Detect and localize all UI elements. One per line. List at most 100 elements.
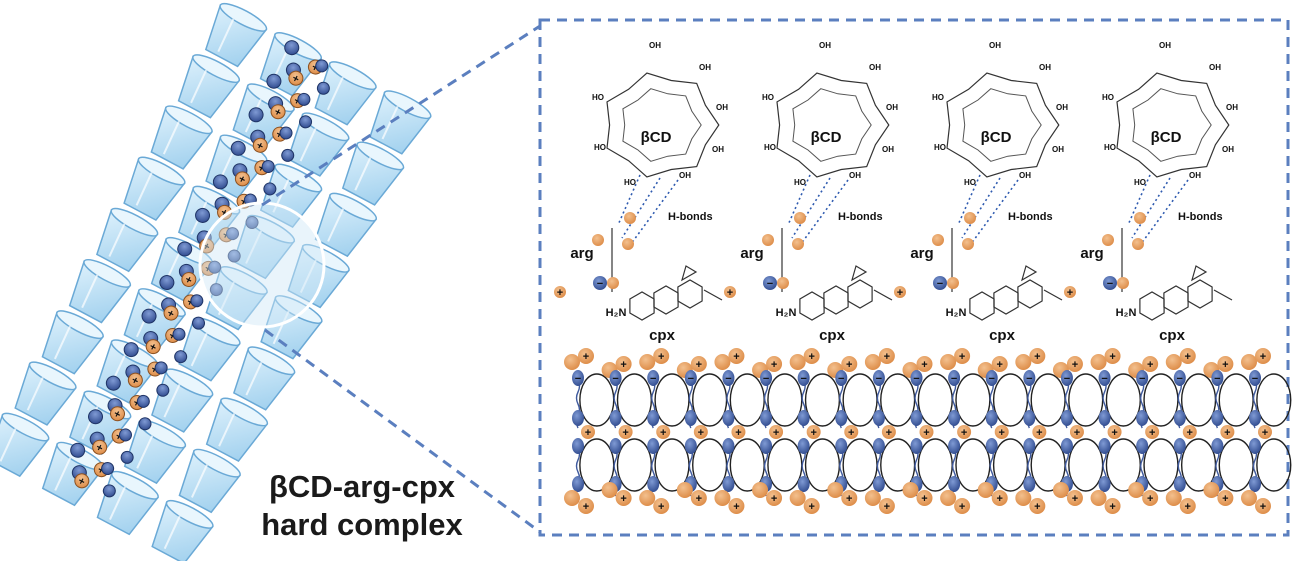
bilayer-column: +−++ <box>977 356 1029 506</box>
anion-bead <box>1173 438 1186 454</box>
cation-bead <box>1064 286 1076 298</box>
minus-sign: − <box>937 278 943 290</box>
plus-sign: + <box>76 475 87 489</box>
anion-bead <box>248 107 264 123</box>
anion-bead <box>684 438 697 454</box>
plus-sign: + <box>733 351 739 363</box>
bilayer-column: +−++ <box>789 348 841 514</box>
cation-bead <box>962 238 974 250</box>
cation-bead <box>1128 482 1145 498</box>
anion-bead <box>910 410 923 426</box>
anion-bead <box>1173 410 1186 426</box>
anion-bead <box>156 383 170 397</box>
cup-highlight <box>354 157 372 191</box>
cup-highlight <box>162 120 180 155</box>
bilayer-column: +−++ <box>676 356 728 506</box>
plus-sign: + <box>167 330 178 344</box>
zoom-circle <box>198 201 326 329</box>
minus-sign: − <box>1252 373 1258 385</box>
anion-bead <box>722 370 735 386</box>
plus-sign: + <box>238 195 249 209</box>
zoom-connector-bottom <box>264 328 541 534</box>
anion-bead <box>159 275 175 291</box>
plus-sign: + <box>1147 359 1153 371</box>
aromatic-ring <box>653 285 679 315</box>
hydroxyl-label: OH <box>649 41 661 50</box>
aromatic-ring <box>1139 291 1165 321</box>
hydroxyl-label: HO <box>1102 93 1114 102</box>
plus-sign: + <box>658 351 664 363</box>
cup-rim <box>137 156 186 186</box>
plus-sign: + <box>95 464 106 478</box>
aromatic-ring <box>823 285 849 315</box>
cyclodextrin-cup-icon <box>14 361 77 426</box>
anion-bead <box>985 438 998 454</box>
plus-sign: + <box>256 162 267 176</box>
arginine-label: arg <box>1080 245 1103 262</box>
bilayer-column: +−++ <box>940 348 991 514</box>
loop-bottom <box>616 438 653 492</box>
anion-bead <box>933 276 947 290</box>
cation-bead <box>1258 425 1272 439</box>
plus-sign: + <box>884 501 890 513</box>
plus-sign: + <box>129 374 140 388</box>
hbonds-label: H-bonds <box>668 211 713 223</box>
cation-bead <box>994 425 1009 439</box>
plus-sign: + <box>921 359 927 371</box>
cup-highlight <box>381 105 399 140</box>
cation-bead <box>690 490 707 506</box>
carboxyl-bond <box>703 289 723 301</box>
cup-highlight <box>26 376 44 411</box>
arginine-label: arg <box>740 245 763 262</box>
plus-sign: + <box>309 61 320 75</box>
plus-sign: + <box>620 493 626 505</box>
plus-sign: + <box>1260 351 1266 363</box>
anion-bead <box>572 438 584 454</box>
hydroxyl-label: OH <box>1056 103 1068 112</box>
anion-bead <box>120 450 134 464</box>
cation-bead <box>954 348 971 364</box>
cup-highlight <box>299 259 317 294</box>
anion-bead <box>1098 410 1111 426</box>
plus-sign: + <box>1034 351 1040 363</box>
cup-rim <box>164 105 213 135</box>
cation-bead <box>601 482 618 498</box>
loop-bottom <box>1143 438 1179 492</box>
loop-bottom <box>1256 438 1292 492</box>
cation-bead <box>1241 354 1257 370</box>
anion-bead <box>299 115 313 129</box>
anion-bead <box>1060 370 1073 386</box>
anion-bead <box>1173 370 1186 386</box>
cyclodextrin-cup-icon <box>41 310 105 375</box>
hydroxyl-label: OH <box>882 145 894 154</box>
loop-top <box>880 373 916 427</box>
cation-bead <box>954 498 971 514</box>
cation-bead <box>564 354 580 370</box>
anion-bead <box>174 350 188 364</box>
cation-bead <box>615 490 632 506</box>
cyclodextrin-cup-icon <box>341 141 405 206</box>
loop-top <box>654 373 690 427</box>
anion-bead <box>101 461 115 475</box>
anion-bead <box>281 148 295 162</box>
cup-highlight <box>299 127 317 162</box>
anion-bead <box>1249 476 1261 492</box>
loop-top <box>1030 373 1066 427</box>
anion-bead <box>192 316 206 330</box>
anion-bead <box>245 215 259 229</box>
caption-line-2: hard complex <box>261 507 463 542</box>
plus-sign: + <box>1067 287 1073 299</box>
aromatic-ring <box>677 279 703 309</box>
hydrogen-bond-line <box>957 174 981 226</box>
bilayer-column: +−++ <box>1090 348 1141 514</box>
aromatic-ring <box>1163 285 1189 315</box>
cyclopropyl-ring <box>1191 265 1208 282</box>
anion-bead <box>172 327 186 341</box>
cation-bead <box>1029 498 1046 514</box>
beta-cd-label: βCD <box>1151 129 1182 146</box>
beta-cyclodextrin-ring <box>776 72 890 178</box>
anion-bead <box>910 438 923 454</box>
cpx-label: cpx <box>819 327 846 344</box>
hydroxyl-label: HO <box>1134 178 1146 187</box>
